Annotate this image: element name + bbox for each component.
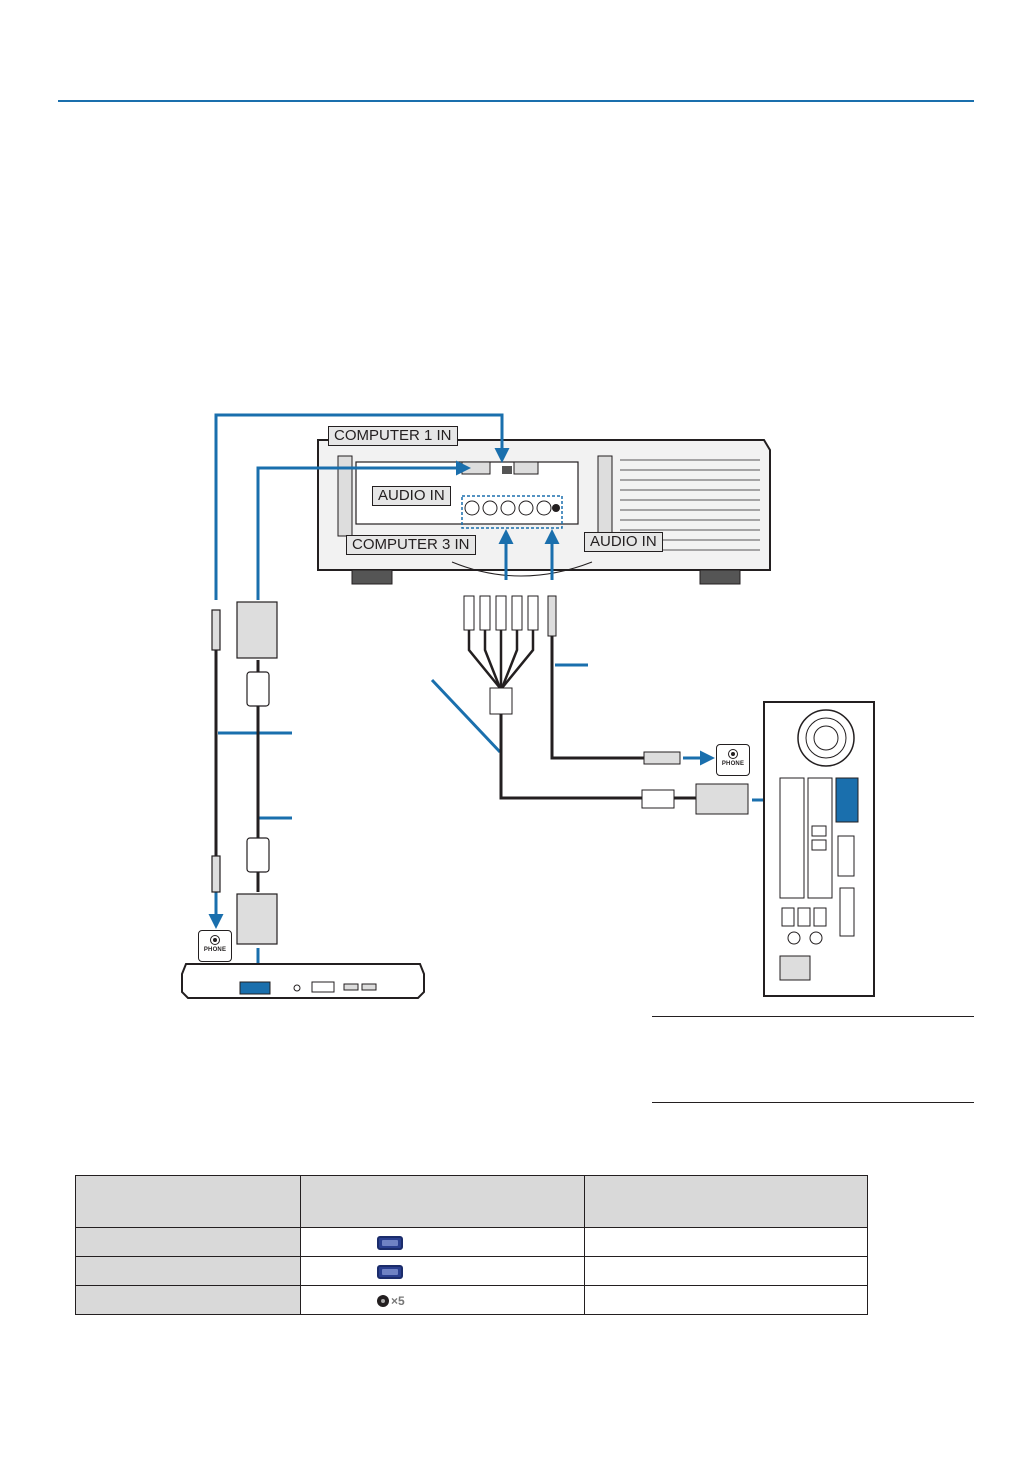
table-cell: [300, 1227, 585, 1257]
table-cell: [584, 1285, 868, 1315]
headphone-jack-icon: [728, 749, 738, 759]
table-cell: [75, 1285, 301, 1315]
projector: [317, 439, 771, 585]
note-bottom-rule: [652, 1102, 974, 1103]
audio-in-label-top: AUDIO IN: [372, 486, 451, 506]
table-header-cell: [75, 1175, 301, 1228]
table-header-cell: [584, 1175, 868, 1228]
rca-jack-icon: ×5: [377, 1294, 405, 1308]
connection-table: ×5: [75, 1175, 868, 1315]
table-cell: [584, 1256, 868, 1286]
vent-grille: [620, 459, 760, 551]
table-row: [75, 1256, 868, 1286]
table-cell: [584, 1227, 868, 1257]
computer3-in-label: COMPUTER 3 IN: [346, 535, 476, 555]
headphone-jack-icon: [210, 935, 220, 945]
vga-connector-icon: [377, 1264, 403, 1279]
connection-diagram: [181, 413, 875, 999]
component-cable: [463, 595, 749, 815]
laptop: [181, 963, 425, 999]
table-header-cell: [300, 1175, 585, 1228]
desktop-tower: [763, 701, 875, 997]
table-cell: [75, 1256, 301, 1286]
desktop-phone-jack: PHONE: [716, 744, 750, 776]
table-cell: [300, 1256, 585, 1286]
signal-lines: [208, 413, 835, 983]
vga-connector-icon: [377, 1235, 403, 1250]
laptop-phone-jack: PHONE: [198, 930, 232, 962]
table-cell: [75, 1227, 301, 1257]
table-header-row: [75, 1175, 868, 1228]
laptop-cables: [211, 601, 278, 945]
audio-in-label-right: AUDIO IN: [584, 532, 663, 552]
table-cell: ×5: [300, 1285, 585, 1315]
table-row: [75, 1227, 868, 1257]
table-row: ×5: [75, 1285, 868, 1315]
jack-count: ×5: [391, 1293, 405, 1308]
header-rule: [58, 100, 974, 102]
computer1-in-label: COMPUTER 1 IN: [328, 426, 458, 446]
note-top-rule: [652, 1016, 974, 1017]
